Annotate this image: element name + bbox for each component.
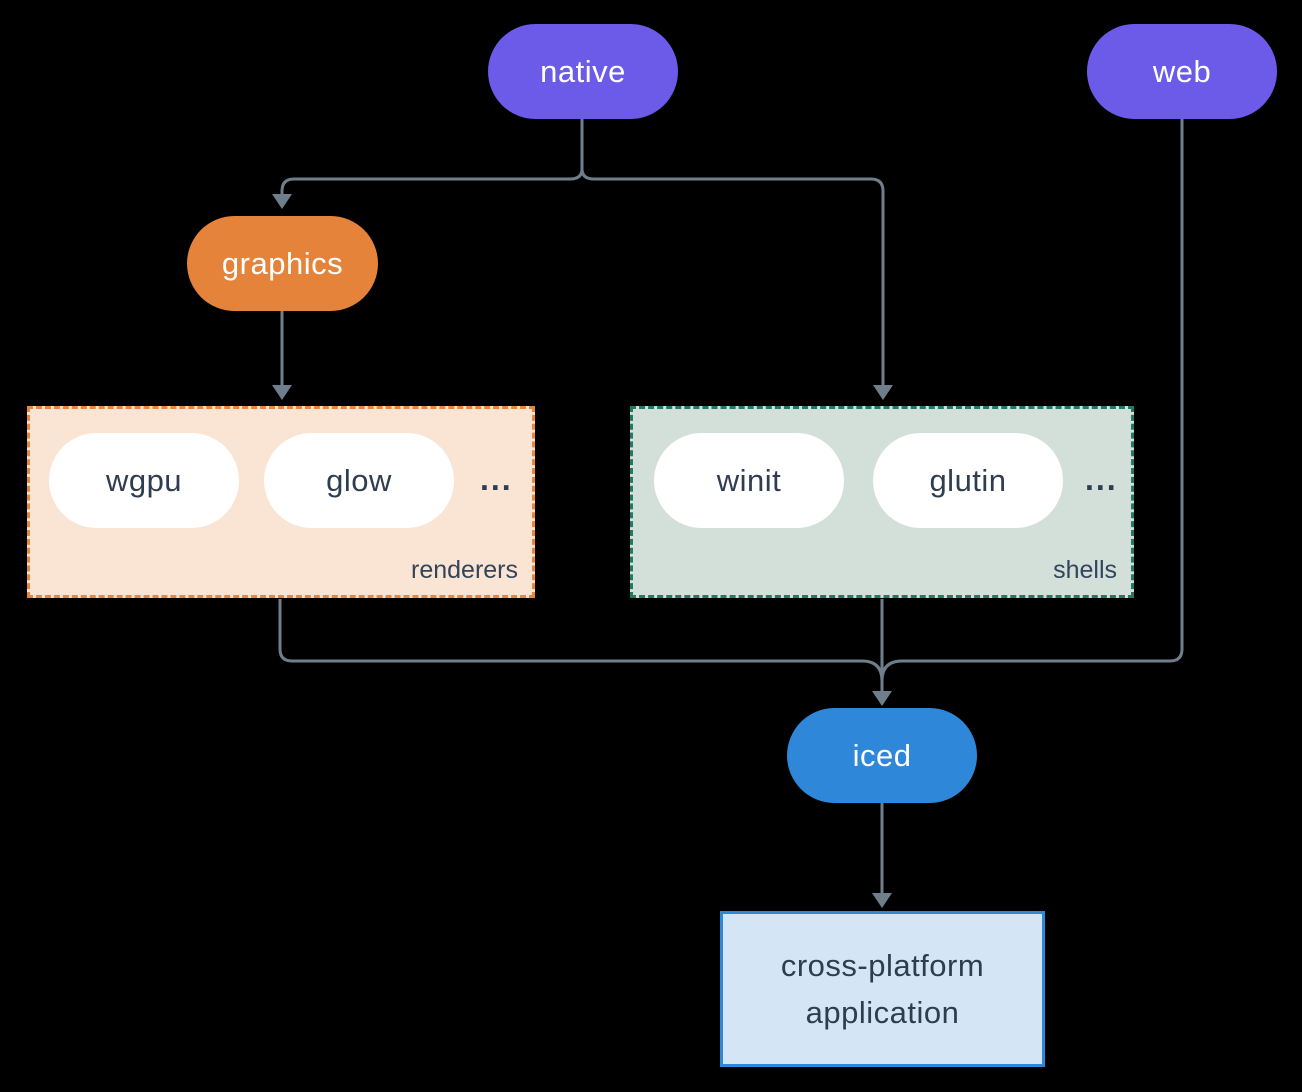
arrowhead-into-renderers [272, 385, 292, 400]
group-renderers: wgpu glow ... renderers [27, 406, 535, 598]
arrowhead-into-iced [872, 691, 892, 706]
edge-renderers-to-iced [278, 599, 884, 682]
node-wgpu: wgpu [49, 433, 239, 528]
node-graphics: graphics [187, 216, 378, 311]
node-glow: glow [264, 433, 454, 528]
arrowhead-into-shells [873, 385, 893, 400]
arrowhead-into-app [872, 893, 892, 908]
node-native: native [488, 24, 678, 119]
node-native-label: native [540, 53, 626, 89]
arrowhead-into-graphics [272, 194, 292, 209]
shells-ellipsis: ... [1085, 461, 1118, 497]
edge-native-to-graphics [280, 118, 584, 197]
node-winit: winit [654, 433, 844, 528]
app-label-line1: cross-platform [780, 948, 985, 983]
node-wgpu-label: wgpu [105, 462, 183, 498]
group-shells-label: shells [1053, 556, 1117, 584]
node-glutin: glutin [873, 433, 1063, 528]
edge-native-to-shells [580, 118, 885, 388]
node-glutin-label: glutin [929, 462, 1007, 498]
node-cross-platform-application: cross-platform application [720, 911, 1045, 1067]
node-web: web [1087, 24, 1277, 119]
node-graphics-label: graphics [221, 245, 344, 281]
renderers-ellipsis: ... [480, 461, 513, 497]
node-iced: iced [787, 708, 977, 803]
node-iced-label: iced [852, 737, 912, 773]
node-web-label: web [1152, 53, 1212, 89]
group-renderers-label: renderers [411, 556, 518, 584]
app-label-line2: application [805, 995, 960, 1030]
group-shells: winit glutin ... shells [630, 406, 1134, 598]
node-winit-label: winit [716, 462, 782, 498]
node-glow-label: glow [326, 462, 392, 498]
